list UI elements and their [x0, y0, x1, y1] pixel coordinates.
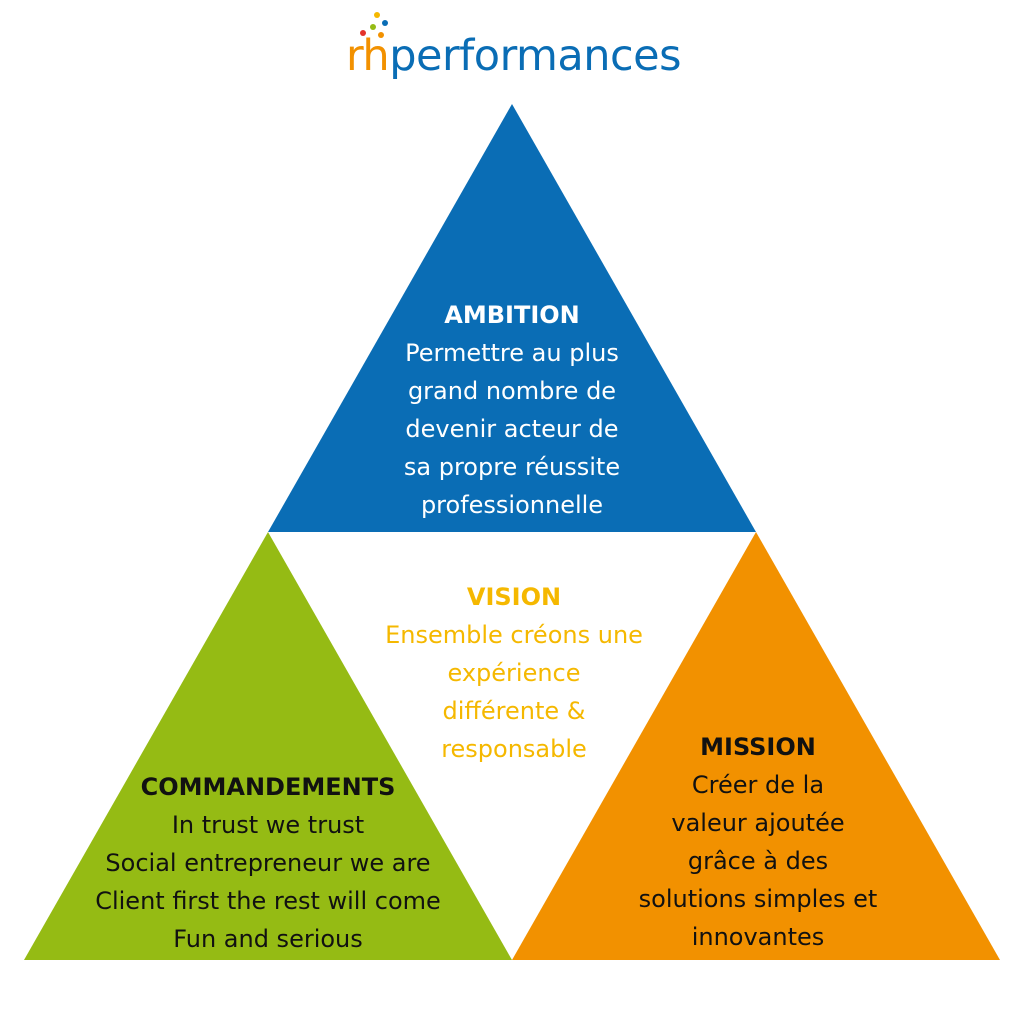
logo-text: rhperformances [346, 26, 681, 86]
mission-line: valeur ajoutée [671, 809, 845, 837]
commandements-block: COMMANDEMENTS In trust we trust Social e… [18, 768, 518, 958]
logo-name: performances [389, 31, 681, 81]
dot [374, 12, 380, 18]
commandements-line: In trust we trust [171, 811, 365, 839]
commandements-title: COMMANDEMENTS [140, 773, 396, 801]
ambition-line: devenir acteur de [405, 415, 619, 443]
vision-triangle [268, 532, 756, 960]
mission-line: innovantes [691, 923, 825, 951]
commandements-line: Client first the rest will come [95, 887, 441, 915]
mission-title: MISSION [700, 733, 816, 761]
commandements-line: Social entrepreneur we are [105, 849, 431, 877]
ambition-triangle [268, 104, 756, 532]
dot [378, 32, 384, 38]
dot [360, 30, 366, 36]
ambition-line: Permettre au plus [405, 339, 619, 367]
vision-line: différente & [442, 697, 586, 725]
mission-line: grâce à des [687, 847, 829, 875]
dot [370, 24, 376, 30]
ambition-line: grand nombre de [407, 377, 617, 405]
vision-line: expérience [447, 659, 581, 687]
logo-dots-icon [346, 12, 406, 40]
mission-triangle [512, 532, 1000, 960]
commandements-triangle [24, 532, 512, 960]
ambition-line: professionnelle [420, 491, 604, 519]
vision-line: Ensemble créons une [385, 621, 643, 649]
ambition-block: AMBITION Permettre au plus grand nombre … [262, 296, 762, 524]
vision-title: VISION [466, 583, 562, 611]
dot [382, 20, 388, 26]
ambition-title: AMBITION [444, 301, 580, 329]
vision-block: VISION Ensemble créons une expérience di… [264, 578, 764, 768]
mission-line: solutions simples et [638, 885, 878, 913]
logo-rh: rh [346, 31, 390, 81]
logo: rhperformances [0, 12, 1024, 98]
commandements-line: Fun and serious [173, 925, 363, 953]
mission-line: Créer de la [691, 771, 825, 799]
ambition-line: sa propre réussite [403, 453, 621, 481]
vision-line: responsable [441, 735, 587, 763]
mission-block: MISSION Créer de la valeur ajoutée grâce… [508, 728, 1008, 956]
